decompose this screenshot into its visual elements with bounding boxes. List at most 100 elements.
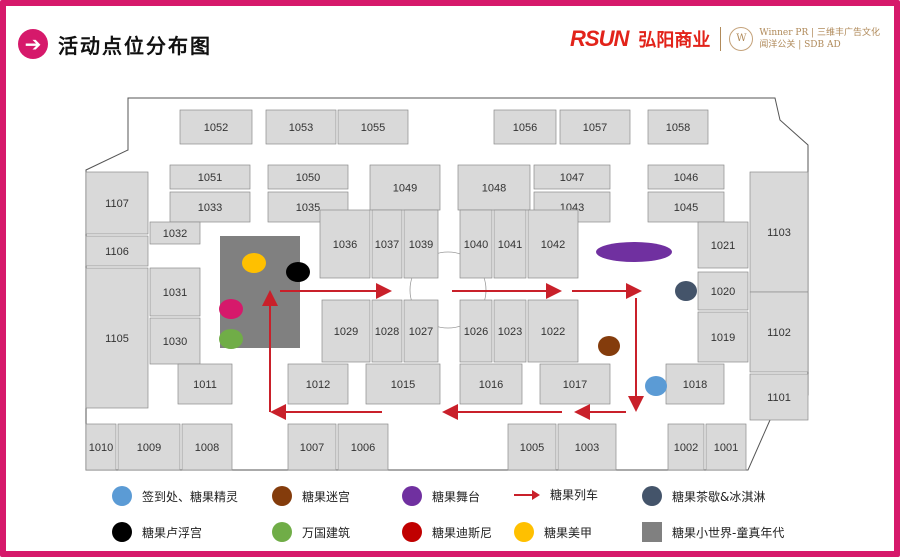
unit-1103: [749, 171, 809, 293]
unit-label: 1105: [105, 333, 129, 345]
unit-label: 1049: [393, 183, 417, 195]
unit-1018: [665, 363, 725, 405]
brand-name: 弘阳商业: [638, 30, 711, 51]
unit-label: 1003: [575, 442, 599, 454]
unit-label: 1028: [375, 326, 399, 338]
sign-in-marker: [645, 376, 667, 396]
unit-label: 1018: [683, 379, 707, 391]
unit-label: 1010: [89, 442, 113, 454]
legend-label: 糖果迪斯尼: [432, 525, 493, 540]
partner-logo-icon: W: [729, 27, 754, 51]
unit-1105: [85, 267, 149, 409]
unit-label: 1055: [361, 122, 385, 134]
unit-1006: [337, 423, 389, 471]
unit-1005: [507, 423, 557, 471]
unit-1015: [365, 363, 441, 405]
unit-1056: [493, 109, 557, 145]
legend-label: 糖果美甲: [544, 525, 593, 540]
unit-1002: [667, 423, 705, 471]
louvre-marker: [286, 262, 310, 282]
unit-1047: [533, 164, 611, 190]
legend-label: 签到处、糖果精灵: [142, 489, 239, 504]
unit-label: 1021: [711, 240, 735, 252]
unit-1008: [181, 423, 233, 471]
unit-label: 1022: [541, 326, 565, 338]
legend-item: 糖果卢浮宫: [112, 522, 202, 542]
unit-label: 1012: [306, 379, 330, 391]
unit-label: 1017: [563, 379, 587, 391]
unit-label: 1037: [375, 239, 399, 251]
unit-1050: [267, 164, 349, 190]
unit-1046: [647, 164, 725, 190]
unit-label: 1035: [296, 202, 320, 214]
unit-1003: [557, 423, 617, 471]
unit-1020: [697, 271, 749, 311]
unit-label: 1020: [711, 286, 735, 298]
arrow-swatch-icon: [514, 489, 540, 501]
unit-label: 1041: [498, 239, 522, 251]
unit-label: 1039: [409, 239, 433, 251]
unit-1028: [371, 299, 403, 363]
candy-stage-marker: [596, 242, 672, 262]
unit-label: 1048: [482, 183, 506, 195]
legend-label: 糖果列车: [550, 488, 599, 502]
unit-label: 1011: [193, 379, 217, 391]
unit-1106: [85, 235, 149, 267]
unit-1030: [149, 317, 201, 365]
unit-label: 1015: [391, 379, 415, 391]
unit-label: 1042: [541, 239, 565, 251]
unit-1010: [85, 423, 117, 471]
unit-1007: [287, 423, 337, 471]
unit-1012: [287, 363, 349, 405]
unit-1029: [321, 299, 371, 363]
legend-swatch: [402, 486, 422, 506]
unit-1051: [169, 164, 251, 190]
unit-1031: [149, 267, 201, 317]
unit-1039: [403, 209, 439, 279]
unit-1102: [749, 291, 809, 373]
unit-label: 1007: [300, 442, 324, 454]
world-architecture-marker: [219, 329, 243, 349]
unit-label: 1031: [163, 287, 187, 299]
unit-label: 1002: [674, 442, 698, 454]
unit-1033: [169, 191, 251, 223]
unit-label: 1027: [409, 326, 433, 338]
unit-1001: [705, 423, 747, 471]
unit-label: 1033: [198, 202, 222, 214]
unit-1052: [179, 109, 253, 145]
rsun-logo: RSUN: [570, 26, 629, 51]
legend-item: 糖果茶歇&冰淇淋: [642, 486, 765, 506]
unit-label: 1051: [198, 172, 222, 184]
unit-label: 1032: [163, 228, 187, 240]
legend-swatch: [642, 522, 662, 542]
unit-label: 1036: [333, 239, 357, 251]
unit-label: 1102: [767, 327, 791, 339]
unit-label: 1056: [513, 122, 537, 134]
legend-label: 糖果迷宫: [302, 489, 351, 504]
unit-label: 1107: [105, 198, 129, 210]
legend-swatch: [642, 486, 662, 506]
unit-1057: [559, 109, 631, 145]
unit-label: 1006: [351, 442, 375, 454]
unit-label: 1052: [204, 122, 228, 134]
legend-item: 糖果美甲: [514, 522, 592, 542]
unit-label: 1106: [105, 246, 129, 258]
legend-item: 签到处、糖果精灵: [112, 486, 238, 506]
legend-label: 糖果舞台: [432, 489, 481, 504]
unit-label: 1023: [498, 326, 522, 338]
unit-label: 1047: [560, 172, 584, 184]
nail-art-marker: [242, 253, 266, 273]
unit-label: 1058: [666, 122, 690, 134]
unit-label: 1103: [767, 227, 791, 239]
unit-label: 1050: [296, 172, 320, 184]
corridor: [440, 165, 456, 215]
unit-1027: [403, 299, 439, 363]
legend-item: 糖果列车: [514, 486, 598, 503]
unit-label: 1016: [479, 379, 503, 391]
unit-label: 1030: [163, 336, 187, 348]
legend-label: 糖果小世界-童真年代: [672, 525, 785, 540]
legend-swatch: [112, 522, 132, 542]
legend-item: 糖果迪斯尼: [402, 522, 492, 542]
unit-1026: [459, 299, 493, 363]
legend-label: 糖果茶歇&冰淇淋: [672, 489, 766, 504]
